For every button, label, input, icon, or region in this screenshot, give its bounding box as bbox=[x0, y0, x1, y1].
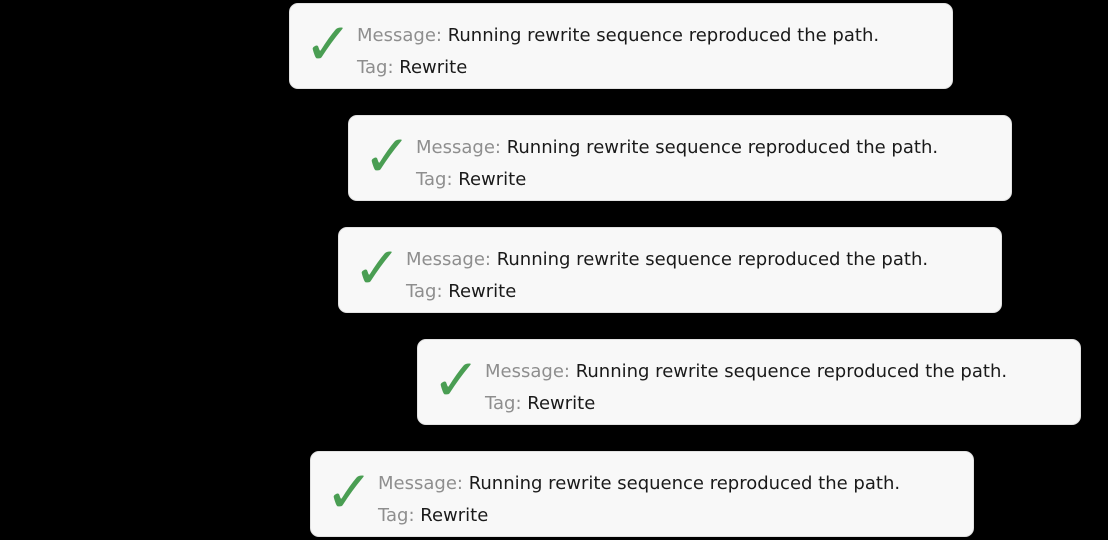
check-icon: ✓ bbox=[432, 346, 481, 414]
toast-card: ✓ Message: Running rewrite sequence repr… bbox=[310, 451, 974, 537]
message-label: Message: bbox=[378, 473, 463, 494]
message-line: Message: Running rewrite sequence reprod… bbox=[406, 244, 1001, 276]
tag-value: Rewrite bbox=[527, 393, 596, 414]
tag-line: Tag: Rewrite bbox=[416, 164, 1011, 196]
message-line: Message: Running rewrite sequence reprod… bbox=[485, 356, 1080, 388]
toast-text: Message: Running rewrite sequence reprod… bbox=[406, 228, 1001, 308]
message-value: Running rewrite sequence reproduced the … bbox=[468, 473, 901, 494]
tag-label: Tag: bbox=[357, 57, 394, 78]
tag-line: Tag: Rewrite bbox=[406, 276, 1001, 308]
tag-label: Tag: bbox=[378, 505, 415, 526]
tag-line: Tag: Rewrite bbox=[357, 52, 952, 84]
tag-line: Tag: Rewrite bbox=[378, 500, 973, 532]
tag-label: Tag: bbox=[416, 169, 453, 190]
tag-value: Rewrite bbox=[399, 57, 468, 78]
tag-value: Rewrite bbox=[420, 505, 489, 526]
toast-card: ✓ Message: Running rewrite sequence repr… bbox=[417, 339, 1081, 425]
message-label: Message: bbox=[485, 361, 570, 382]
tag-value: Rewrite bbox=[458, 169, 527, 190]
message-label: Message: bbox=[357, 25, 442, 46]
toast-text: Message: Running rewrite sequence reprod… bbox=[378, 452, 973, 532]
message-line: Message: Running rewrite sequence reprod… bbox=[416, 132, 1011, 164]
tag-value: Rewrite bbox=[448, 281, 517, 302]
tag-label: Tag: bbox=[406, 281, 443, 302]
check-icon: ✓ bbox=[304, 10, 353, 78]
message-label: Message: bbox=[416, 137, 501, 158]
check-icon: ✓ bbox=[353, 234, 402, 302]
tag-line: Tag: Rewrite bbox=[485, 388, 1080, 420]
message-value: Running rewrite sequence reproduced the … bbox=[447, 25, 880, 46]
message-line: Message: Running rewrite sequence reprod… bbox=[378, 468, 973, 500]
check-icon: ✓ bbox=[363, 122, 412, 190]
message-line: Message: Running rewrite sequence reprod… bbox=[357, 20, 952, 52]
message-label: Message: bbox=[406, 249, 491, 270]
toast-card: ✓ Message: Running rewrite sequence repr… bbox=[289, 3, 953, 89]
check-icon: ✓ bbox=[325, 458, 374, 526]
toast-card: ✓ Message: Running rewrite sequence repr… bbox=[338, 227, 1002, 313]
toast-text: Message: Running rewrite sequence reprod… bbox=[416, 116, 1011, 196]
toast-card: ✓ Message: Running rewrite sequence repr… bbox=[348, 115, 1012, 201]
message-value: Running rewrite sequence reproduced the … bbox=[506, 137, 939, 158]
message-value: Running rewrite sequence reproduced the … bbox=[575, 361, 1008, 382]
toast-text: Message: Running rewrite sequence reprod… bbox=[357, 4, 952, 84]
tag-label: Tag: bbox=[485, 393, 522, 414]
message-value: Running rewrite sequence reproduced the … bbox=[496, 249, 929, 270]
toast-text: Message: Running rewrite sequence reprod… bbox=[485, 340, 1080, 420]
